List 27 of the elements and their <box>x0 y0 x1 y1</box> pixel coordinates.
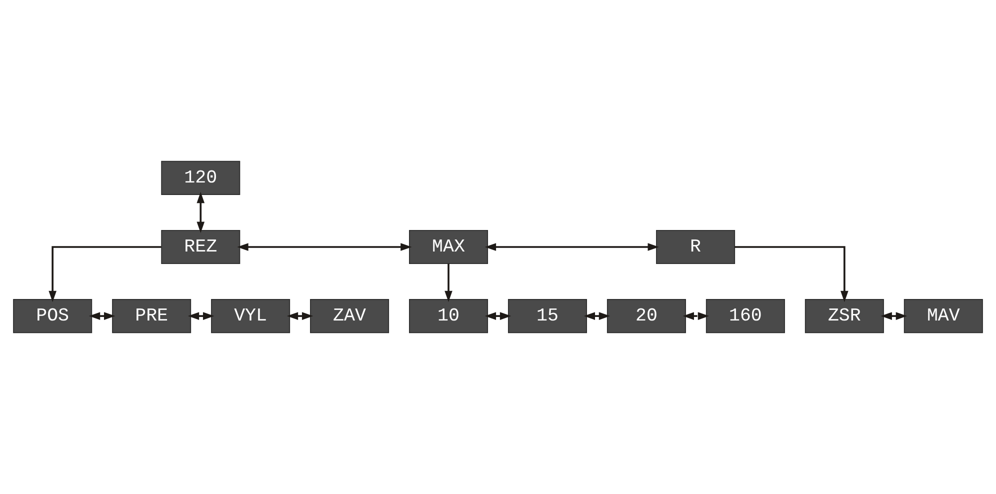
node-box: REZ <box>161 230 240 264</box>
arrow <box>88 312 116 320</box>
arrow <box>734 246 848 302</box>
node-box: VYL <box>211 298 290 334</box>
arrow <box>880 312 908 320</box>
node-box: ZAV <box>310 298 390 334</box>
node-box: 120 <box>161 160 240 196</box>
arrow <box>682 312 710 320</box>
arrow <box>584 312 610 320</box>
node-box: MAX <box>409 230 488 264</box>
arrow <box>237 243 412 251</box>
node-box: MAV <box>904 298 983 334</box>
node-box: PRE <box>112 298 192 334</box>
arrow <box>188 312 214 320</box>
arrow <box>444 264 452 302</box>
node-box: POS <box>13 298 92 334</box>
node-box: 10 <box>409 298 488 334</box>
arrow <box>196 192 205 233</box>
arrow <box>484 243 659 251</box>
arrow <box>286 312 314 320</box>
node-box: 20 <box>606 298 686 334</box>
node-box: R <box>656 230 736 264</box>
node-box: 15 <box>508 298 587 334</box>
node-box: 160 <box>706 298 785 334</box>
node-box: ZSR <box>804 298 884 334</box>
arrow <box>484 312 512 320</box>
arrow <box>48 246 162 302</box>
